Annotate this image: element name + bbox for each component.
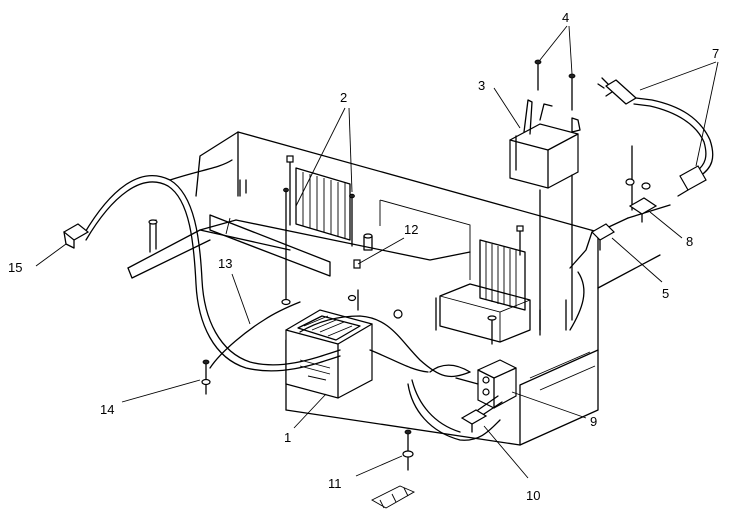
wire-harness-part-13 (83, 159, 501, 441)
standoffs-part-12 (353, 233, 403, 319)
callout-7: 7 (712, 46, 719, 61)
heatsink-left (286, 155, 351, 241)
screws-part-4 (534, 59, 576, 111)
screw-part-14 (201, 359, 211, 395)
strain-relief-part-8 (625, 145, 658, 223)
callout-14: 14 (100, 402, 114, 417)
terminal-block-part-9 (429, 359, 517, 409)
callout-8: 8 (686, 234, 693, 249)
connector-part-5 (569, 223, 615, 331)
callout-1: 1 (284, 430, 291, 445)
connector-part-15 (62, 223, 90, 249)
callout-9: 9 (590, 414, 597, 429)
screw-part-11 (371, 429, 416, 509)
component-tray (435, 283, 567, 345)
relay-part-3 (509, 99, 581, 331)
callout-labels: 1 2 3 4 5 7 8 9 10 11 12 13 14 15 (8, 10, 719, 503)
callout-15: 15 (8, 260, 22, 275)
mounting-screws-part-2 (281, 187, 357, 306)
callout-4: 4 (562, 10, 569, 25)
thermal-switch-part-10 (460, 395, 503, 433)
callout-3: 3 (478, 78, 485, 93)
callout-11: 11 (328, 476, 342, 491)
callout-10: 10 (526, 488, 540, 503)
callout-12: 12 (404, 222, 418, 237)
callout-13: 13 (218, 256, 232, 271)
callout-2: 2 (340, 90, 347, 105)
callout-5: 5 (662, 286, 669, 301)
chassis-base (127, 131, 671, 446)
power-cord-part-7 (597, 77, 714, 197)
leader-lines (35, 25, 719, 479)
heatsink-right (479, 225, 526, 311)
